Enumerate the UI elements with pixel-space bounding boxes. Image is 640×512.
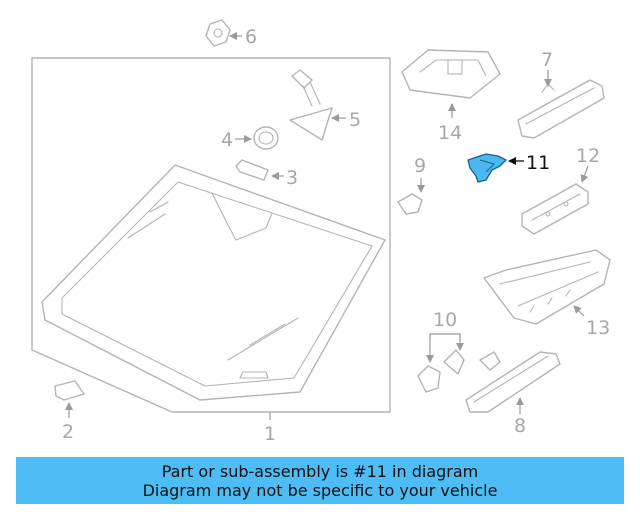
part-11-highlighted-bracket[interactable] — [467, 153, 524, 183]
callout-2: 2 — [62, 421, 74, 443]
part-8-mirror[interactable] — [465, 351, 561, 414]
part-2-bracket[interactable] — [54, 380, 85, 418]
callout-11: 11 — [526, 152, 550, 174]
callout-9: 9 — [414, 155, 426, 177]
callout-1: 1 — [264, 423, 276, 445]
windshield-glass[interactable] — [41, 164, 386, 401]
callout-3: 3 — [286, 167, 298, 189]
part-7-rearview-mirror[interactable] — [517, 70, 605, 139]
callout-5: 5 — [349, 109, 361, 131]
parts-diagram: 1 2 3 4 5 6 7 8 9 10 11 12 13 14 — [31, 19, 611, 445]
part-13-console-cover[interactable] — [483, 249, 611, 325]
callout-7: 7 — [541, 49, 553, 71]
banner-line-2: Diagram may not be specific to your vehi… — [142, 480, 498, 500]
part-5-mount[interactable] — [289, 69, 346, 141]
callout-12: 12 — [576, 145, 600, 167]
callout-6: 6 — [245, 26, 257, 48]
part-14-overhead-console[interactable] — [401, 49, 501, 118]
banner-line-1: Part or sub-assembly is #11 in diagram — [161, 461, 479, 481]
part-9-clip[interactable] — [397, 178, 425, 215]
info-banner: Part or sub-assembly is #11 in diagram D… — [16, 457, 624, 504]
callout-8: 8 — [514, 415, 526, 437]
part-4-grommet[interactable] — [235, 126, 279, 150]
part-12-cover[interactable] — [521, 165, 589, 235]
callout-13: 13 — [586, 317, 610, 339]
part-3-plug[interactable] — [235, 159, 284, 181]
callout-10: 10 — [433, 309, 457, 331]
callout-4: 4 — [221, 129, 233, 151]
part-6-connector[interactable] — [205, 19, 242, 47]
part-10-clips[interactable] — [417, 333, 465, 393]
callout-14: 14 — [438, 122, 462, 144]
